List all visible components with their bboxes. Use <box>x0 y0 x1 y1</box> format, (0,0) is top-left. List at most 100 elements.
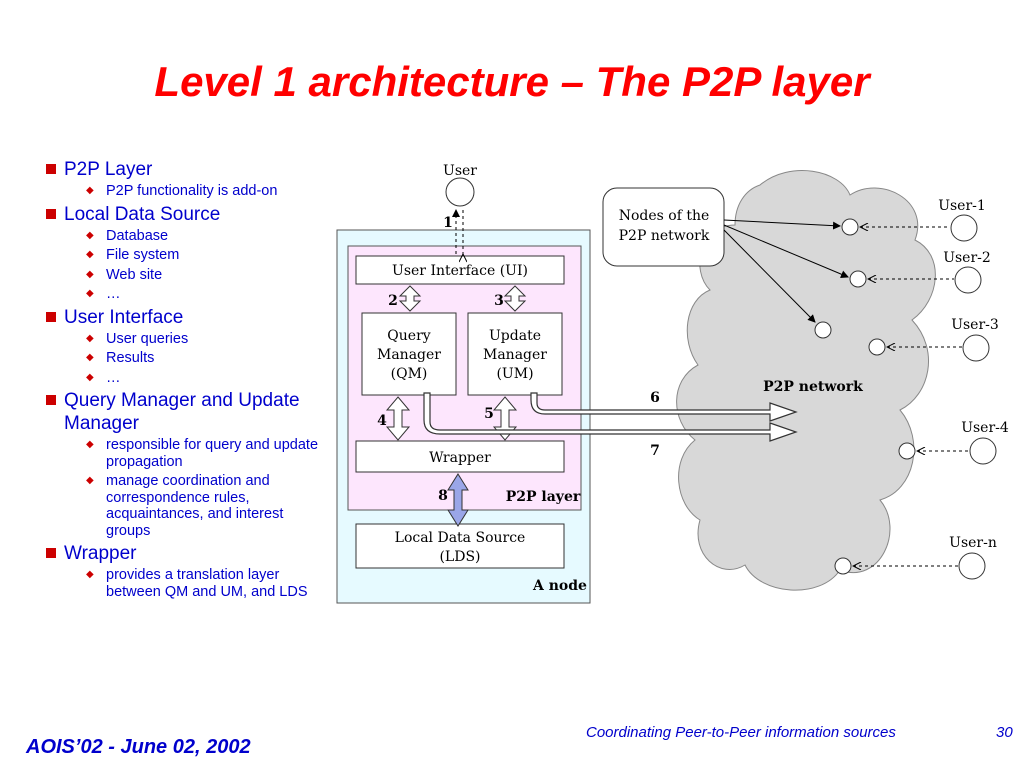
bullet-query-update-manager: Query Manager and Update Manager <box>44 389 324 435</box>
bullet-text: P2P Layer <box>64 159 153 180</box>
bullet-text: Local Data Source <box>64 203 221 225</box>
diamond-bullet-icon: ◆ <box>86 439 94 450</box>
bullet-text: Query Manager and Update Manager <box>64 390 300 434</box>
user-circle <box>445 177 475 207</box>
qm-box <box>361 312 457 396</box>
arrow-label-8: 8 <box>438 488 448 504</box>
peer-node-2 <box>849 270 867 288</box>
sub-bullet: ◆ Web site <box>44 267 324 284</box>
sub-bullet-text: responsible for query and update propaga… <box>106 437 319 470</box>
sub-bullet-text: File system <box>106 247 180 263</box>
arrow-3 <box>503 285 527 312</box>
peer-node-3 <box>814 321 832 339</box>
diamond-bullet-icon: ◆ <box>86 249 94 260</box>
square-bullet-icon <box>46 164 56 174</box>
sub-bullet-text: P2P functionality is add-on <box>106 183 278 199</box>
ui-label: User Interface (UI) <box>392 263 528 279</box>
sub-bullet: ◆ File system <box>44 247 324 264</box>
user-4-circle <box>969 437 997 465</box>
user-2-label: User-2 <box>943 250 991 266</box>
diamond-bullet-icon: ◆ <box>86 569 94 580</box>
sub-bullet-text: … <box>106 369 121 386</box>
arrow-label-6: 6 <box>650 390 660 406</box>
lds-box <box>355 523 565 569</box>
sub-bullet: ◆ responsible for query and update propag… <box>44 437 324 470</box>
pointer-arrow <box>723 229 816 323</box>
user-1-label: User-1 <box>938 198 986 214</box>
nodes-box-line1: Nodes of the <box>619 208 710 224</box>
user-4-label: User-4 <box>961 420 1009 436</box>
user-3-circle <box>962 334 990 362</box>
sub-bullet: ◆ manage coordination and correspondence … <box>44 473 324 539</box>
user-n-label: User-n <box>949 535 997 551</box>
sub-bullet-text: … <box>106 286 121 302</box>
bullet-user-interface: User Interface <box>44 306 324 329</box>
sub-bullet-text: Database <box>106 227 169 244</box>
arrow-label-3: 3 <box>494 293 504 309</box>
sub-bullet: ◆… <box>44 370 324 387</box>
square-bullet-icon <box>46 548 56 558</box>
arrow-5 <box>492 396 518 441</box>
peer-node-1 <box>841 218 859 236</box>
peer-node-6 <box>834 557 852 575</box>
page-number: 30 <box>996 724 1013 741</box>
arrow-2 <box>398 285 422 312</box>
square-bullet-icon <box>46 311 56 322</box>
user-label: User <box>443 163 477 179</box>
wrapper-box <box>355 440 565 473</box>
sub-bullet-text: manage coordination and correspondence r… <box>106 473 284 539</box>
pointer-arrow <box>723 224 849 278</box>
diamond-bullet-icon: ◆ <box>86 185 94 196</box>
sub-bullet: ◆ Results <box>44 350 324 367</box>
qm-label-line2: Manager <box>377 347 441 363</box>
um-box <box>467 312 563 396</box>
sub-bullet-text: User queries <box>106 330 189 347</box>
lds-label-line1: Local Data Source <box>395 530 526 546</box>
user-3-label: User-3 <box>951 317 999 333</box>
arrow-label-4: 4 <box>377 413 387 429</box>
arrow-7 <box>423 392 798 442</box>
diamond-bullet-icon: ◆ <box>86 475 94 486</box>
user-n-circle <box>958 552 986 580</box>
nodes-box <box>602 187 725 267</box>
pointer-arrow <box>723 219 841 230</box>
bullet-local-data-source: Local Data Source <box>44 203 324 226</box>
arrow-label-7: 7 <box>650 443 660 459</box>
p2p-network-label: P2P network <box>763 379 863 395</box>
um-label-line3: (UM) <box>496 366 533 382</box>
diamond-bullet-icon: ◆ <box>86 352 94 363</box>
arrow-label-5: 5 <box>484 406 494 422</box>
um-label-line2: Manager <box>483 347 547 363</box>
peer-node-4 <box>868 338 886 356</box>
diamond-bullet-icon: ◆ <box>86 268 94 280</box>
square-bullet-icon <box>46 395 56 405</box>
sub-bullet-text: Web site <box>106 266 163 283</box>
sub-bullet-text: provides a translation layer between QM … <box>106 567 308 600</box>
arrow-6 <box>530 392 798 422</box>
p2p-layer-label: P2P layer <box>506 489 581 505</box>
sub-bullet: ◆ provides a translation layer between QM… <box>44 567 324 600</box>
sub-bullet: ◆… <box>44 286 324 303</box>
bullet-wrapper: Wrapper <box>44 542 324 565</box>
peer-node-5 <box>898 442 916 460</box>
wrapper-label: Wrapper <box>429 450 491 466</box>
arrow-label-1: 1 <box>443 215 453 231</box>
sub-bullet-text: Results <box>106 350 155 366</box>
sub-bullet: ◆Database <box>44 228 324 245</box>
arrow-8 <box>447 473 469 527</box>
qm-label-line3: (QM) <box>391 366 428 382</box>
sub-bullet: ◆ P2P functionality is add-on <box>44 183 324 200</box>
arrow-label-2: 2 <box>388 293 398 309</box>
footer-conference: AOIS’02 - June 02, 2002 <box>26 736 251 758</box>
qm-label-line1: Query <box>387 328 430 344</box>
diamond-bullet-icon: ◆ <box>86 288 94 299</box>
sub-bullet: ◆ User queries <box>44 331 324 348</box>
bullet-text: Wrapper <box>64 543 137 564</box>
lds-label-line2: (LDS) <box>439 549 480 565</box>
um-label-line1: Update <box>489 328 541 344</box>
user-1-circle <box>950 214 978 242</box>
bullet-text: User Interface <box>64 306 184 328</box>
bullet-list: P2P Layer ◆ P2P functionality is add-on L… <box>44 156 324 603</box>
user-2-circle <box>954 266 982 294</box>
diamond-bullet-icon: ◆ <box>86 332 94 344</box>
